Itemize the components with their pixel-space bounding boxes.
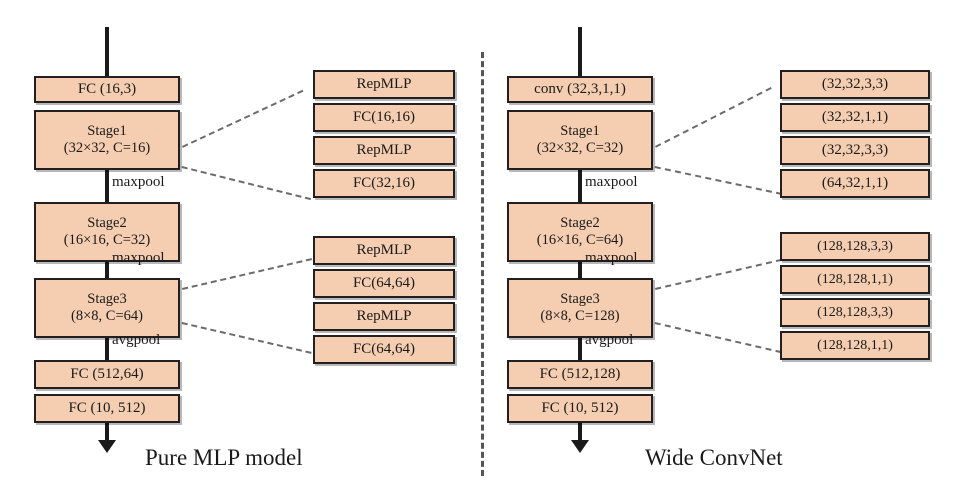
- right-node-stage3-shape: (8×8, C=128): [540, 308, 620, 324]
- left-panel-caption: Pure MLP model: [145, 445, 303, 470]
- left-avgpool-label: avgpool: [112, 332, 161, 348]
- right-spine-top: [578, 27, 582, 76]
- left-node-stage3-shape: (8×8, C=64): [71, 308, 143, 324]
- right-node-fc-10-512-label: FC (10, 512): [541, 399, 619, 416]
- left-node-stage1-shape: (32×32, C=16): [63, 140, 151, 156]
- right-node-stage2-shape: (16×16, C=64): [536, 232, 624, 248]
- right-node-stage3-title: Stage3: [560, 291, 600, 308]
- right-detail-2-2: (128,128,3,3): [780, 298, 930, 327]
- right-detail-1-1: (32,32,1,1): [780, 103, 930, 132]
- right-leader-stage1-top: [655, 86, 772, 148]
- left-node-stage3: Stage3 (8×8, C=64): [34, 278, 180, 338]
- left-node-stage3-title: Stage3: [87, 291, 127, 308]
- right-leader-stage3-top: [655, 258, 783, 290]
- left-spine-stage2-stage3: [105, 246, 109, 278]
- right-maxpool-2-label: maxpool: [585, 250, 638, 266]
- right-detail-1-3: (64,32,1,1): [780, 169, 930, 198]
- right-maxpool-1-label: maxpool: [585, 174, 638, 190]
- right-node-stage3: Stage3 (8×8, C=128): [507, 278, 653, 338]
- left-detail-2-3: FC(64,64): [313, 335, 455, 364]
- right-detail-2-1: (128,128,1,1): [780, 265, 930, 294]
- right-node-stage1: Stage1 (32×32, C=32): [507, 110, 653, 170]
- left-spine-bottom: [105, 422, 109, 444]
- left-node-fc-10-512: FC (10, 512): [34, 394, 180, 423]
- left-node-stage2: Stage2 (16×16, C=32): [34, 202, 180, 262]
- right-detail-1-2: (32,32,3,3): [780, 136, 930, 165]
- right-panel-caption: Wide ConvNet: [645, 445, 783, 470]
- right-node-fc-10-512: FC (10, 512): [507, 394, 653, 423]
- left-detail-1-2: RepMLP: [313, 136, 455, 165]
- right-node-stage2-title: Stage2: [560, 215, 600, 232]
- right-leader-stage3-bottom: [654, 322, 782, 354]
- left-spine-stage3-fc: [105, 328, 109, 360]
- left-detail-1-0: RepMLP: [313, 70, 455, 99]
- right-output-arrow: [571, 440, 589, 453]
- left-node-stage2-shape: (16×16, C=32): [63, 232, 151, 248]
- right-detail-2-0: (128,128,3,3): [780, 232, 930, 261]
- right-spine-stage1-stage2: [578, 170, 582, 202]
- right-spine-stage2-stage3: [578, 246, 582, 278]
- left-leader-stage3-bottom: [181, 322, 312, 354]
- left-detail-1-3: FC(32,16): [313, 169, 455, 198]
- right-detail-2-3: (128,128,1,1): [780, 331, 930, 360]
- right-spine-bottom: [578, 422, 582, 444]
- left-leader-stage1-bottom: [181, 166, 312, 201]
- left-leader-stage3-top: [182, 258, 313, 290]
- left-maxpool-2-label: maxpool: [112, 250, 165, 266]
- left-spine-top: [105, 27, 109, 76]
- right-detail-1-0: (32,32,3,3): [780, 70, 930, 99]
- left-node-stage1-title: Stage1: [87, 123, 127, 140]
- right-node-fc-512-128-label: FC (512,128): [539, 365, 621, 382]
- right-leader-stage1-bottom: [654, 166, 783, 195]
- left-detail-2-0: RepMLP: [313, 236, 455, 265]
- left-node-fc-10-512-label: FC (10, 512): [68, 399, 146, 416]
- right-node-stage1-title: Stage1: [560, 123, 600, 140]
- right-spine-stage3-fc: [578, 328, 582, 360]
- left-node-stage2-title: Stage2: [87, 215, 127, 232]
- right-node-fc-512-128: FC (512,128): [507, 360, 653, 389]
- left-node-fc-16-3: FC (16,3): [34, 76, 180, 103]
- left-detail-2-2: RepMLP: [313, 302, 455, 331]
- right-node-stage1-shape: (32×32, C=32): [536, 140, 624, 156]
- right-node-stage2: Stage2 (16×16, C=64): [507, 202, 653, 262]
- right-node-conv-32-3-1-1: conv (32,3,1,1): [507, 76, 653, 103]
- left-node-fc-16-3-label: FC (16,3): [77, 80, 137, 97]
- right-avgpool-label: avgpool: [585, 332, 634, 348]
- left-detail-1-1: FC(16,16): [313, 103, 455, 132]
- left-detail-2-1: FC(64,64): [313, 269, 455, 298]
- left-leader-stage1-top: [182, 89, 304, 148]
- left-node-fc-512-64-label: FC (512,64): [70, 365, 144, 382]
- left-spine-stage1-stage2: [105, 170, 109, 202]
- left-maxpool-1-label: maxpool: [112, 174, 165, 190]
- right-node-conv-label: conv (32,3,1,1): [534, 80, 626, 97]
- left-output-arrow: [98, 440, 116, 453]
- left-node-stage1: Stage1 (32×32, C=16): [34, 110, 180, 170]
- panel-divider: [481, 52, 484, 476]
- left-node-fc-512-64: FC (512,64): [34, 360, 180, 389]
